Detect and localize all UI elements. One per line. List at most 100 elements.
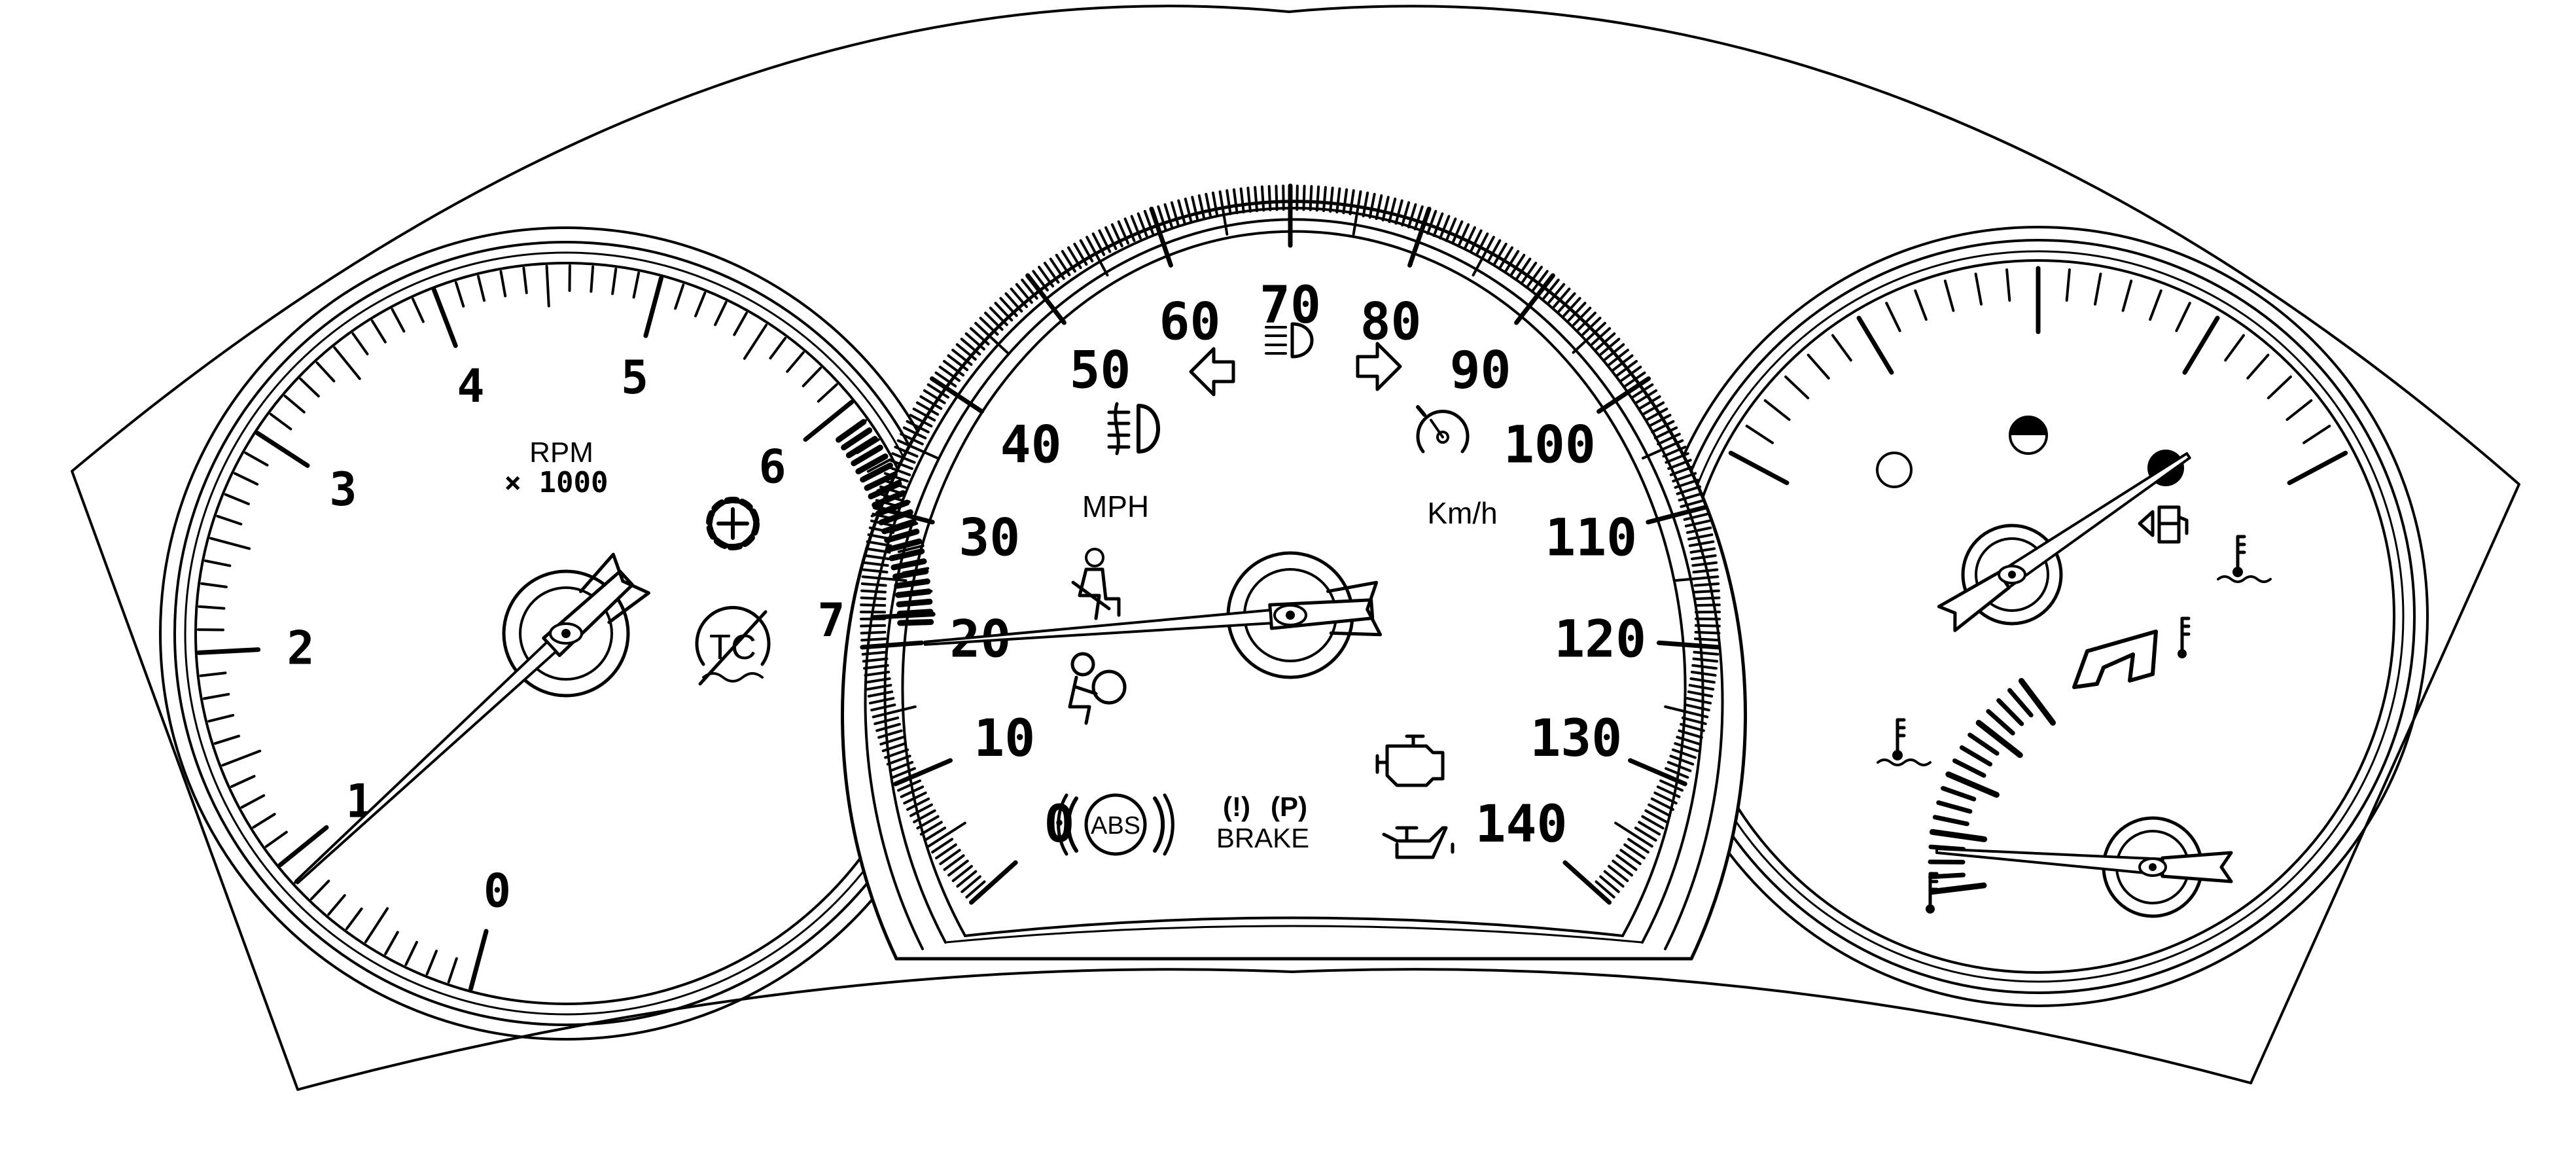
redline-hatch [900, 612, 930, 614]
kmh-unit-label: Km/h [1427, 496, 1497, 530]
tach-minor-tick [209, 715, 233, 721]
tach-minor-tick [406, 942, 417, 965]
transmission-icon [709, 500, 756, 547]
fuel-minor-tick [1786, 377, 1808, 398]
tach-minor-tick [392, 310, 404, 331]
speed-minor-tick [1000, 298, 1016, 316]
tach-minor-tick [285, 396, 304, 412]
fuel-major-tick [2185, 318, 2217, 372]
tach-minor-tick [253, 814, 274, 827]
tach-minor-tick [204, 694, 228, 699]
mph-unit-label: MPH [1082, 490, 1149, 524]
fuel-major-tick [2289, 453, 2346, 483]
fuel-door-icon [2140, 507, 2187, 542]
fuel-minor-tick [2150, 291, 2161, 319]
fuel-minor-tick [2268, 377, 2291, 398]
fuel-minor-tick [2123, 281, 2132, 310]
tach-minor-tick [300, 379, 318, 396]
tach-minor-tick [211, 539, 249, 549]
speed-minor-tick [1317, 187, 1318, 210]
fuel-minor-tick [1915, 291, 1926, 319]
redline-hatch [899, 601, 930, 604]
tach-minor-tick [235, 473, 257, 484]
tach-minor-tick [449, 959, 457, 982]
temp-major-tick [1932, 832, 1984, 839]
speed-minor-tick [1303, 186, 1304, 209]
fuel-empty-mark [1877, 453, 1911, 487]
fuel-minor-tick [2287, 401, 2311, 419]
temp-minor-tick [1954, 760, 1984, 775]
tach-major-tick [646, 278, 662, 336]
speed-minor-tick [1276, 186, 1277, 209]
speed-minor-tick [862, 598, 885, 599]
speed-label-40: 40 [1000, 416, 1062, 474]
tach-label-7: 7 [817, 594, 845, 647]
brake-symbol-1: (!) [1223, 791, 1250, 822]
tach-minor-tick [413, 299, 423, 322]
speed-minor-tick [1695, 639, 1719, 640]
tach-label-4: 4 [457, 359, 484, 413]
tach-minor-tick [226, 495, 249, 504]
tach-minor-tick [803, 368, 820, 385]
speed-minor-tick [1695, 591, 1719, 592]
tach-minor-tick [317, 363, 334, 381]
fuel-minor-tick [1945, 281, 1954, 310]
tach-minor-tick [328, 895, 345, 914]
tach-label-6: 6 [758, 440, 786, 494]
temp-needle [1937, 818, 2231, 916]
tach-major-tick [434, 290, 456, 346]
speed-label-120: 120 [1554, 611, 1646, 669]
speed-label-110: 110 [1545, 509, 1637, 568]
tach-minor-tick [334, 347, 359, 378]
speed-minor-tick [985, 313, 1002, 329]
tach-minor-tick [245, 453, 267, 465]
tach-minor-tick [675, 285, 683, 308]
tach-minor-tick [385, 933, 398, 954]
tach-minor-tick [200, 607, 224, 609]
fuel-minor-tick [1747, 426, 1773, 443]
temp-major-tick [1979, 723, 2020, 755]
redline-hatch [898, 592, 929, 595]
speed-minor-tick [981, 318, 998, 334]
tach-minor-tick [456, 283, 463, 306]
fuel-minor-tick [1833, 336, 1851, 361]
fuel-minor-tick [2248, 355, 2268, 378]
coolant-cold-icon [1878, 720, 1930, 765]
speed-label-130: 130 [1530, 709, 1622, 768]
temp-minor-tick [1970, 735, 1997, 753]
tach-minor-tick [547, 266, 549, 306]
tach-minor-tick [612, 269, 616, 294]
temp-minor-tick [1935, 817, 1967, 824]
tach-minor-tick [215, 736, 239, 743]
tach-label-3: 3 [329, 463, 357, 516]
fuel-major-tick [1859, 318, 1892, 372]
speed-minor-tick [996, 303, 1012, 320]
speed-minor-tick [1311, 187, 1312, 210]
tach-minor-tick [819, 385, 837, 402]
fuel-minor-tick [2225, 336, 2244, 361]
tachometer-needle [279, 554, 649, 900]
speed-minor-tick [1695, 584, 1718, 586]
tach-minor-tick [205, 561, 230, 566]
fuel-minor-tick [2007, 270, 2009, 300]
tach-label-0: 0 [484, 864, 511, 918]
speed-label-50: 50 [1069, 341, 1131, 400]
fuel-major-tick [1731, 453, 1787, 483]
fuel-minor-tick [1886, 303, 1899, 330]
tach-minor-tick [266, 832, 287, 847]
speed-label-10: 10 [974, 709, 1035, 768]
tach-minor-tick [478, 276, 484, 300]
tach-minor-tick [770, 338, 785, 359]
speed-label-80: 80 [1360, 293, 1422, 352]
rpm-unit-label: RPM [529, 437, 593, 469]
tach-minor-tick [201, 673, 226, 675]
fuel-minor-tick [1765, 401, 1790, 419]
fuel-gauge-scale [1731, 268, 2345, 487]
tach-minor-tick [734, 313, 747, 334]
temp-minor-tick [1939, 802, 1970, 811]
speed-minor-tick [1262, 187, 1263, 210]
speed-minor-tick [1269, 187, 1271, 210]
tach-minor-tick [787, 353, 803, 372]
tach-minor-tick [696, 293, 705, 316]
